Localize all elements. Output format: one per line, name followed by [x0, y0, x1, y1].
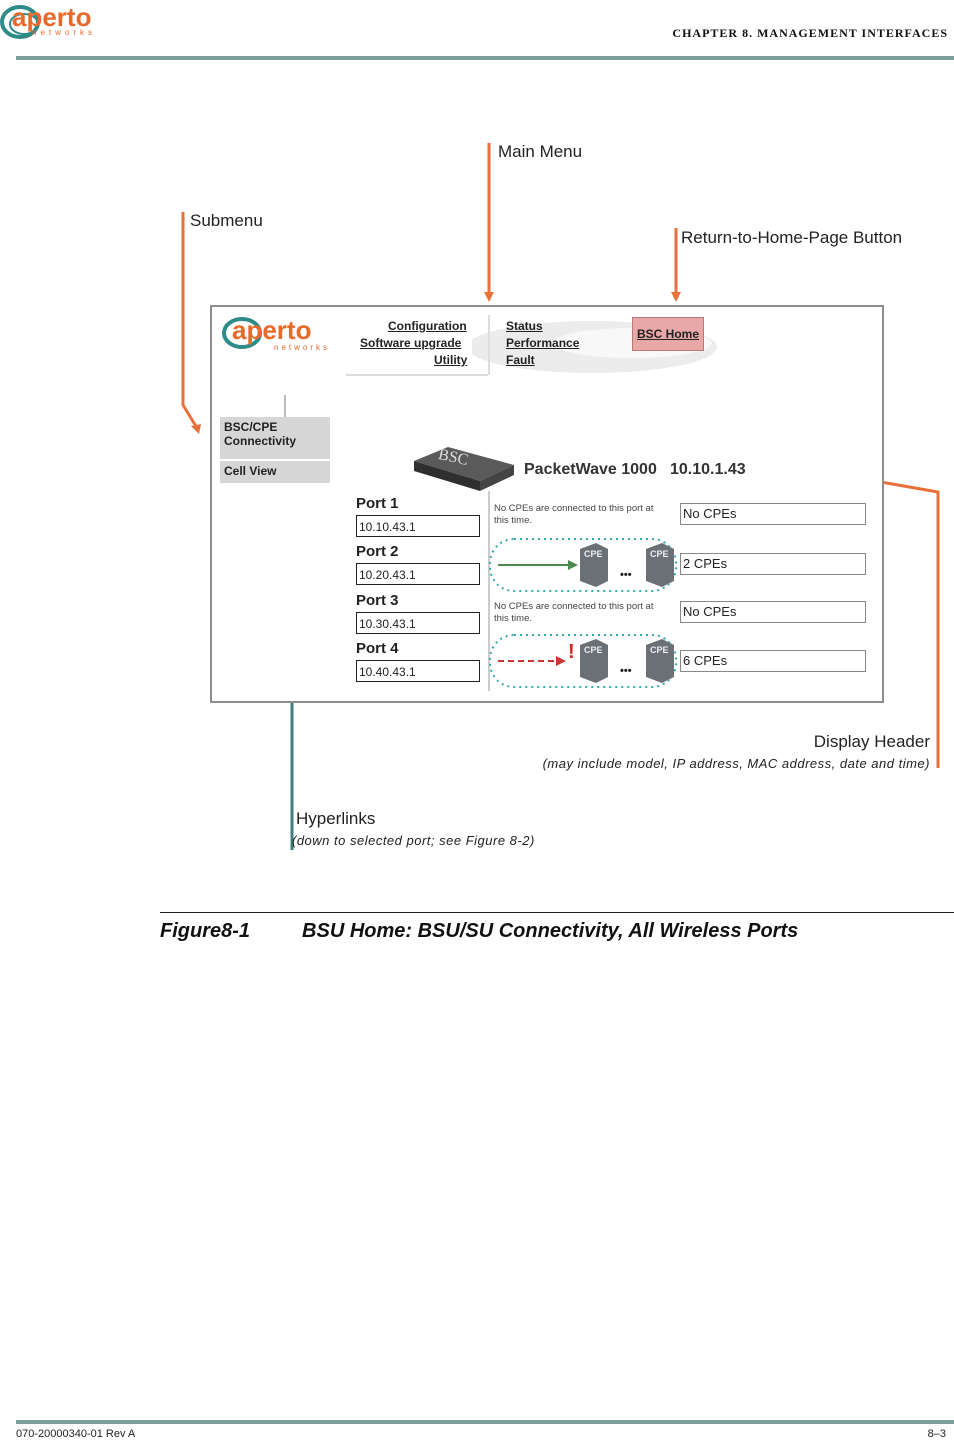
callout-display-header-note: (may include model, IP address, MAC addr…	[542, 756, 930, 771]
port-4-link[interactable]: Port 4	[356, 640, 399, 657]
menu-utility[interactable]: Utility	[434, 353, 468, 367]
footer-rule	[16, 1420, 954, 1424]
figure-number: Figure8-1	[160, 920, 251, 942]
port-3-status: No CPEs	[680, 601, 866, 623]
callout-hyperlinks-note: (down to selected port; see Figure 8-2)	[292, 833, 535, 848]
bsc-home-button[interactable]: BSC Home	[632, 317, 704, 351]
display-header-model: PacketWave 1000	[524, 461, 657, 478]
logo-subtext: networks	[32, 28, 97, 37]
bsu-home-screenshot: aperto networks Configuration Software u…	[210, 305, 884, 703]
port-4-status: 6 CPEs	[680, 650, 866, 672]
callout-hyperlinks: Hyperlinks	[296, 809, 376, 828]
aperto-logo	[0, 5, 40, 39]
display-header-ip: 10.10.1.43	[670, 461, 746, 478]
callout-lines	[181, 143, 940, 850]
port-divider	[488, 491, 490, 691]
submenu-bsc-cpe-connectivity[interactable]: BSC/CPE Connectivity	[220, 417, 330, 459]
port-2-cpe-icon-a[interactable]: CPE	[584, 549, 603, 559]
figure-title: BSU Home: BSU/SU Connectivity, All Wirel…	[302, 920, 799, 942]
port-2-status: 2 CPEs	[680, 553, 866, 575]
port-1-ip: 10.10.43.1	[356, 515, 480, 537]
port-link-diagrams	[489, 538, 677, 688]
figure-caption: Figure8-1 BSU Home: BSU/SU Connectivity, …	[160, 920, 798, 943]
port-2-ip: 10.20.43.1	[356, 563, 480, 585]
port-4-alarm-icon: !	[568, 641, 575, 663]
port-2-ellipsis: •••	[620, 569, 632, 581]
screen-logo-icon	[222, 317, 262, 349]
screen-logo-text: aperto	[232, 315, 312, 345]
callout-display-header: Display Header	[813, 732, 930, 751]
callout-main-menu: Main Menu	[498, 142, 583, 161]
screen-logo-subtext: networks	[274, 343, 331, 352]
menu-configuration[interactable]: Configuration	[388, 319, 467, 333]
port-1-status: No CPEs	[680, 503, 866, 525]
port-4-ellipsis: •••	[620, 665, 632, 677]
submenu-cell-view[interactable]: Cell View	[220, 461, 330, 483]
submenu-connector	[284, 395, 286, 417]
port-2-link[interactable]: Port 2	[356, 543, 399, 560]
callout-return-home: Return-to-Home-Page Button	[681, 228, 903, 247]
menu-vdivider	[488, 315, 490, 375]
caption-rule	[160, 912, 954, 913]
port-1-link[interactable]: Port 1	[356, 495, 399, 512]
port-2-cpe-icon-b[interactable]: CPE	[650, 549, 669, 559]
port-3-link[interactable]: Port 3	[356, 592, 399, 609]
logo-text: aperto	[12, 2, 92, 32]
menu-software-upgrade[interactable]: Software upgrade	[360, 336, 462, 350]
footer-page-number: 8–3	[927, 1428, 946, 1440]
bsc-device-icon	[414, 447, 514, 491]
port-1-note: No CPEs are connected to this port at th…	[494, 503, 654, 526]
menu-performance[interactable]: Performance	[506, 336, 580, 350]
port-4-cpe-icon-b[interactable]: CPE	[650, 645, 669, 655]
port-4-cpe-icon-a[interactable]: CPE	[584, 645, 603, 655]
menu-fault[interactable]: Fault	[506, 353, 535, 367]
menu-status[interactable]: Status	[506, 319, 543, 333]
port-3-note: No CPEs are connected to this port at th…	[494, 601, 654, 624]
footer-doc-number: 070-20000340-01 Rev A	[16, 1428, 136, 1440]
header-rule	[16, 56, 954, 60]
callout-submenu: Submenu	[190, 211, 263, 230]
port-3-ip: 10.30.43.1	[356, 612, 480, 634]
chapter-heading: CHAPTER 8. MANAGEMENT INTERFACES	[672, 26, 948, 40]
menu-divider	[346, 374, 488, 376]
port-4-ip: 10.40.43.1	[356, 660, 480, 682]
